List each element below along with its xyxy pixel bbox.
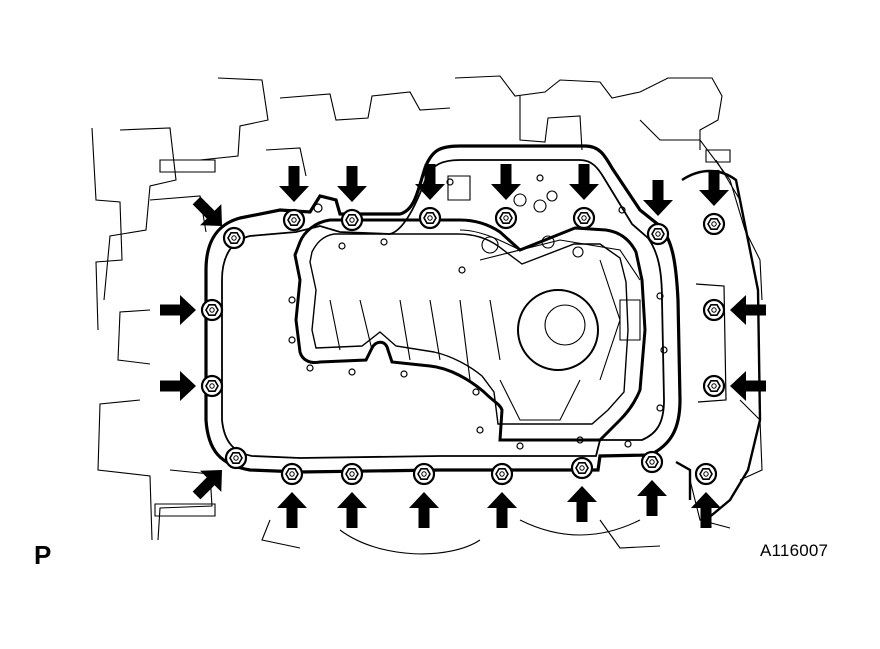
hex-bolt-icon (646, 222, 670, 246)
hex-bolt-icon (490, 462, 514, 486)
hex-bolt-icon (200, 298, 224, 322)
hex-bolt-icon (340, 208, 364, 232)
bolt-location-arrow-icon (569, 164, 599, 200)
bolt-location-arrow-icon (160, 295, 196, 325)
hex-bolt-icon (702, 298, 726, 322)
hex-bolt-icon (694, 462, 718, 486)
bolt-location-arrow-icon (337, 166, 367, 202)
hex-bolt-icon (200, 374, 224, 398)
hex-bolt-icon (494, 206, 518, 230)
bolt-location-arrow-icon (409, 492, 439, 528)
bolts (200, 206, 726, 486)
hex-bolt-icon (702, 212, 726, 236)
engine-block-background (91, 75, 763, 555)
hex-bolt-icon (640, 450, 664, 474)
bolt-location-arrow-icon (337, 492, 367, 528)
corner-letter: P (34, 540, 52, 570)
bolt-location-arrow-icon (637, 480, 667, 516)
hex-bolt-icon (340, 462, 364, 486)
hex-bolt-icon (418, 206, 442, 230)
bolt-location-arrow-icon (730, 295, 766, 325)
hex-bolt-icon (570, 456, 594, 480)
hex-bolt-icon (572, 206, 596, 230)
bolt-location-arrow-icon (487, 492, 517, 528)
hex-bolt-icon (702, 374, 726, 398)
bolt-location-arrow-icon (160, 371, 196, 401)
bolt-location-arrow-icon (567, 486, 597, 522)
bolt-location-arrow-icon (699, 170, 729, 206)
hex-bolt-icon (412, 462, 436, 486)
hex-bolt-icon (222, 226, 246, 250)
hex-bolt-icon (282, 208, 306, 232)
figure-id: A116007 (760, 541, 829, 560)
crankcase-internal-details (329, 175, 641, 421)
bolt-location-arrow-icon (277, 492, 307, 528)
hex-bolt-icon (280, 462, 304, 486)
hex-bolt-icon (224, 446, 248, 470)
bolt-location-arrow-icon (643, 180, 673, 216)
bolt-location-arrow-icon (185, 459, 233, 507)
